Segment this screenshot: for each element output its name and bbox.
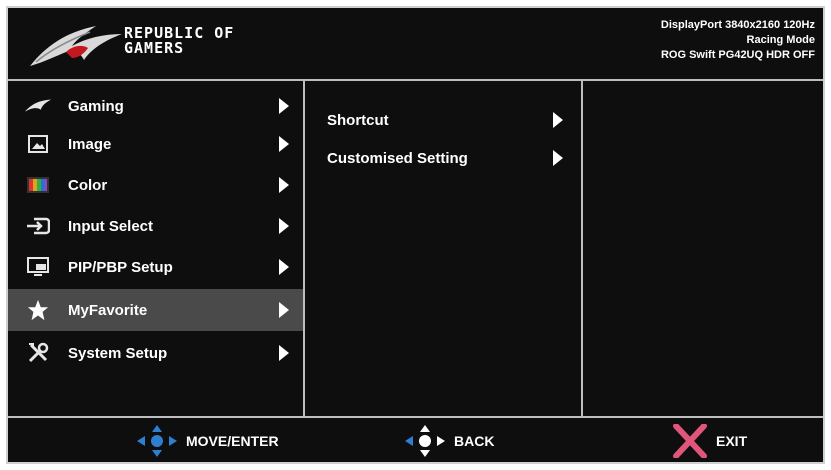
image-icon: [24, 132, 52, 156]
exit-label: EXIT: [716, 433, 748, 449]
osd-header: REPUBLIC OF GAMERS DisplayPort 3840x2160…: [8, 8, 823, 81]
sub-item-label: Customised Setting: [327, 149, 468, 167]
sub-menu: Shortcut Customised Setting: [305, 81, 583, 418]
main-menu: Gaming Image Color Input Select: [8, 81, 305, 418]
rog-logo-icon: [30, 26, 122, 66]
menu-item-pip-pbp-setup[interactable]: PIP/PBP Setup: [8, 248, 303, 286]
chevron-right-icon: [553, 150, 563, 166]
input-icon: [24, 214, 52, 238]
brand-line-2: GAMERS: [124, 39, 185, 57]
menu-item-label: Input Select: [68, 217, 154, 235]
detail-panel: [583, 81, 823, 418]
menu-item-input-select[interactable]: Input Select: [8, 207, 303, 245]
back-hint: BACK: [404, 424, 494, 458]
status-model: ROG Swift PG42UQ HDR OFF: [660, 49, 815, 61]
joystick-back-icon: [405, 425, 445, 457]
chevron-right-icon: [279, 177, 289, 193]
joystick-move-icon: [137, 425, 177, 457]
sub-item-label: Shortcut: [327, 111, 389, 129]
chevron-right-icon: [279, 98, 289, 114]
color-bars-icon: [24, 173, 52, 197]
osd-footer: MOVE/ENTER BACK EXIT: [8, 416, 823, 462]
monitor-osd: REPUBLIC OF GAMERS DisplayPort 3840x2160…: [6, 6, 825, 464]
menu-item-label: Gaming: [68, 97, 124, 115]
tools-icon: [24, 341, 52, 365]
exit-hint: EXIT: [672, 424, 747, 458]
move-enter-label: MOVE/ENTER: [186, 433, 279, 449]
menu-item-system-setup[interactable]: System Setup: [8, 334, 303, 372]
menu-item-label: System Setup: [68, 344, 168, 362]
menu-item-gaming[interactable]: Gaming: [8, 87, 303, 125]
menu-item-color[interactable]: Color: [8, 166, 303, 204]
brand-line-1: REPUBLIC OF: [124, 24, 235, 42]
status-mode: Racing Mode: [746, 34, 815, 46]
rog-eye-icon: [24, 94, 52, 118]
menu-item-image[interactable]: Image: [8, 125, 303, 163]
brand-wordmark: REPUBLIC OF GAMERS: [124, 26, 234, 56]
status-signal: DisplayPort 3840x2160 120Hz: [660, 19, 815, 31]
star-icon: [24, 298, 52, 322]
pip-icon: [24, 255, 52, 279]
back-label: BACK: [454, 433, 495, 449]
chevron-right-icon: [279, 302, 289, 318]
chevron-right-icon: [279, 259, 289, 275]
chevron-right-icon: [279, 136, 289, 152]
menu-item-label: PIP/PBP Setup: [68, 258, 173, 276]
move-enter-hint: MOVE/ENTER: [136, 424, 279, 458]
chevron-right-icon: [279, 218, 289, 234]
status-info: DisplayPort 3840x2160 120Hz Racing Mode …: [661, 18, 815, 63]
chevron-right-icon: [553, 112, 563, 128]
menu-item-label: Image: [68, 135, 112, 153]
menu-item-myfavorite[interactable]: MyFavorite: [8, 289, 303, 331]
sub-item-shortcut[interactable]: Shortcut: [305, 103, 581, 137]
sub-item-customised-setting[interactable]: Customised Setting: [305, 141, 581, 175]
chevron-right-icon: [279, 345, 289, 361]
exit-x-icon: [673, 424, 707, 458]
menu-item-label: MyFavorite: [68, 301, 148, 319]
menu-item-label: Color: [68, 176, 108, 194]
